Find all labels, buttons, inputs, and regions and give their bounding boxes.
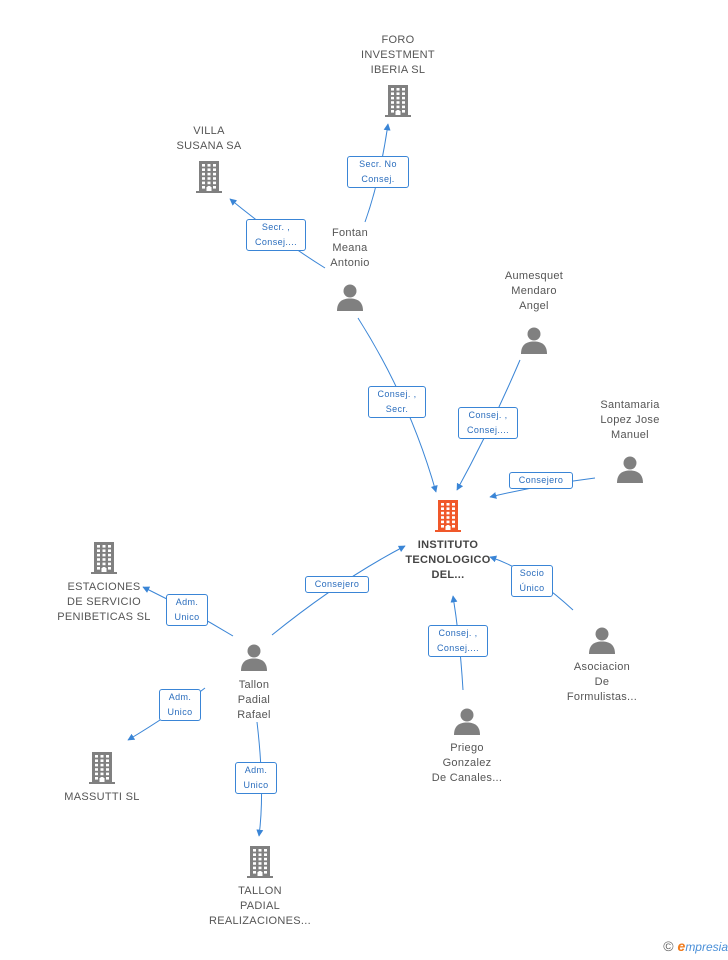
node-label-instituto: INSTITUTO TECNOLOGICO DEL... [405, 539, 491, 581]
node-label-foro: FORO INVESTMENT IBERIA SL [361, 34, 435, 76]
node-label-fontan: Fontan Meana Antonio [330, 227, 370, 269]
person-icon [240, 643, 268, 676]
brand-footer: ©empresia [663, 938, 728, 954]
node-label-tallon_real: TALLON PADIAL REALIZACIONES... [209, 885, 311, 927]
edge-label-aumesquet-to-instituto[interactable]: Consej. , Consej.... [458, 407, 518, 439]
node-label-asociacion: Asociacion De Formulistas... [566, 661, 638, 703]
edge-label-fontan-to-instituto[interactable]: Consej. , Secr. [368, 386, 426, 418]
brand-name: mpresia [685, 940, 728, 954]
node-label-santamaria: Santamaria Lopez Jose Manuel [600, 399, 660, 441]
node-label-priego: Priego Gonzalez De Canales... [431, 742, 503, 784]
person-icon [336, 283, 364, 316]
edge-label-tallon-to-instituto[interactable]: Consejero [305, 575, 369, 593]
building-icon [91, 542, 117, 579]
brand-initial: e [677, 938, 686, 954]
person-icon [616, 455, 644, 488]
edge-label-fontan-to-villa[interactable]: Secr. , Consej.... [246, 219, 306, 251]
edge-label-fontan-to-foro[interactable]: Secr. No Consej. [347, 156, 409, 188]
edge-label-tallon-to-massutti[interactable]: Adm. Unico [159, 689, 201, 721]
edge-label-tallon-to-tallon_real[interactable]: Adm. Unico [235, 762, 277, 794]
person-icon [453, 707, 481, 740]
building-icon [385, 85, 411, 122]
edge-label-priego-to-instituto[interactable]: Consej. , Consej.... [428, 625, 488, 657]
building-icon [247, 846, 273, 883]
building-icon [89, 752, 115, 789]
node-label-tallon: Tallon Padial Rafael [237, 679, 271, 721]
node-label-estaciones: ESTACIONES DE SERVICIO PENIBETICAS SL [57, 581, 151, 623]
node-label-aumesquet: Aumesquet Mendaro Angel [504, 270, 564, 312]
node-label-villa: VILLA SUSANA SA [176, 125, 242, 152]
edge-label-santamaria-to-instituto[interactable]: Consejero [509, 471, 573, 489]
edge-label-asociacion-to-instituto[interactable]: Socio Único [511, 565, 553, 597]
building-icon [196, 161, 222, 198]
edge-label-tallon-to-estaciones[interactable]: Adm. Unico [166, 594, 208, 626]
person-icon [588, 626, 616, 659]
node-label-massutti: MASSUTTI SL [64, 791, 140, 803]
copyright-icon: © [663, 938, 674, 954]
building-icon [435, 500, 461, 537]
person-icon [520, 326, 548, 359]
